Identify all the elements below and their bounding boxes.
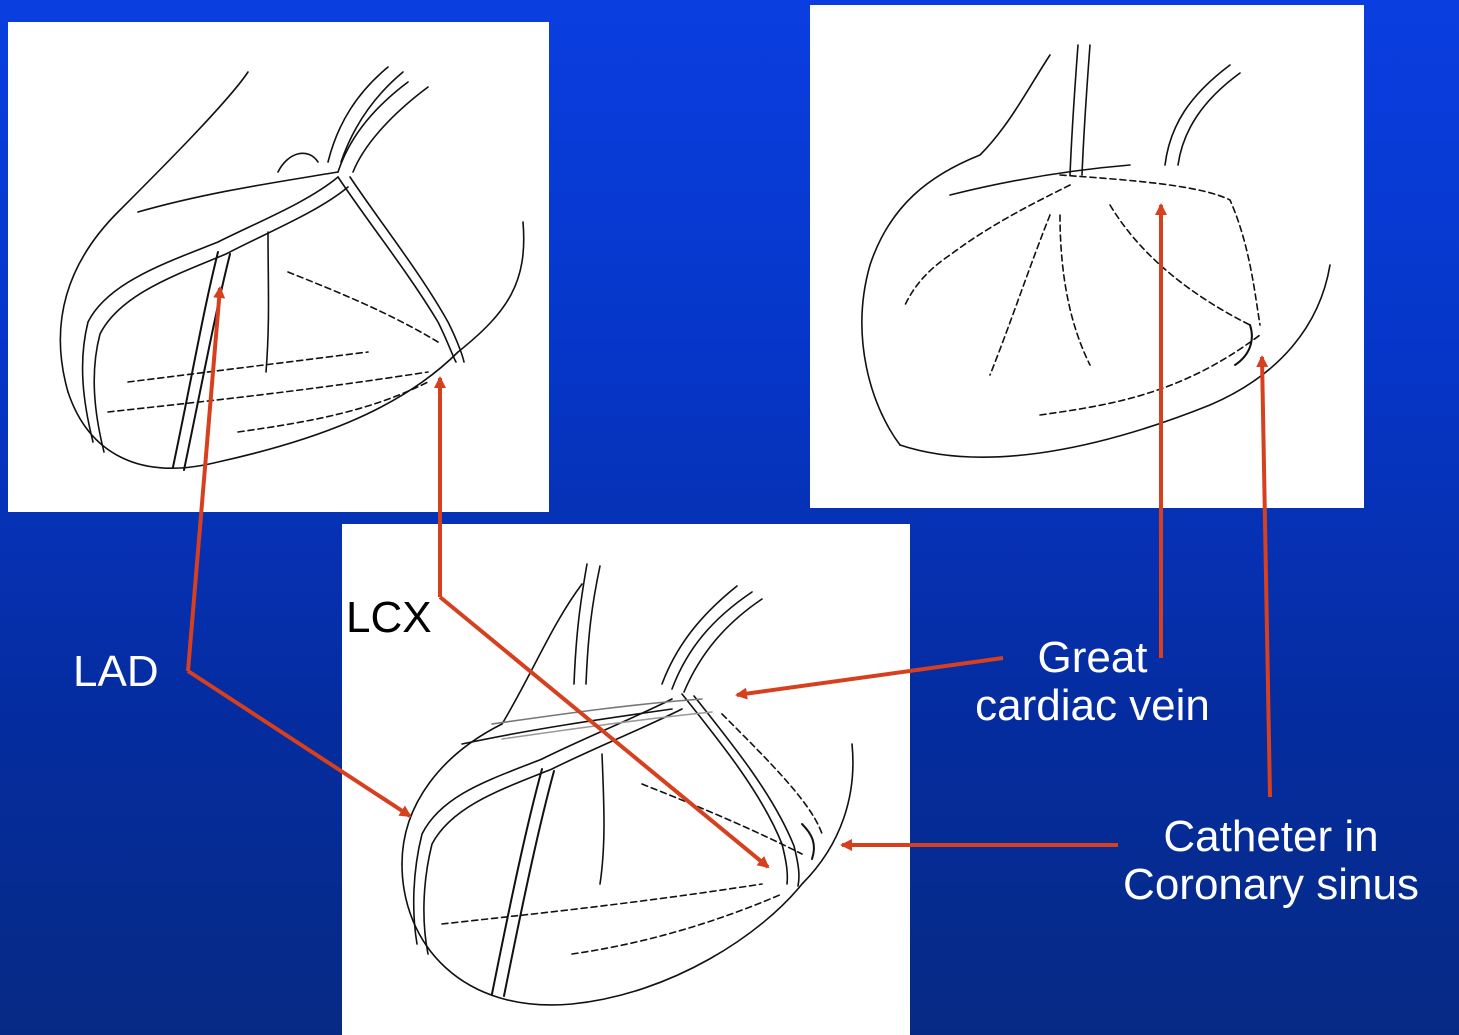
- label-catheter-coronary-sinus: Catheter in Coronary sinus: [1096, 813, 1446, 910]
- label-great-cardiac-vein: Great cardiac vein: [945, 634, 1240, 731]
- label-great-cardiac-vein-line2: cardiac vein: [945, 682, 1240, 730]
- heart-drawing-top-right: [810, 5, 1364, 508]
- label-catheter-line1: Catheter in: [1096, 813, 1446, 861]
- label-great-cardiac-vein-line1: Great: [945, 634, 1240, 682]
- label-catheter-line2: Coronary sinus: [1096, 861, 1446, 909]
- heart-drawing-top-left: [8, 22, 549, 512]
- label-lcx: LCX: [346, 594, 432, 642]
- label-lad: LAD: [73, 648, 159, 696]
